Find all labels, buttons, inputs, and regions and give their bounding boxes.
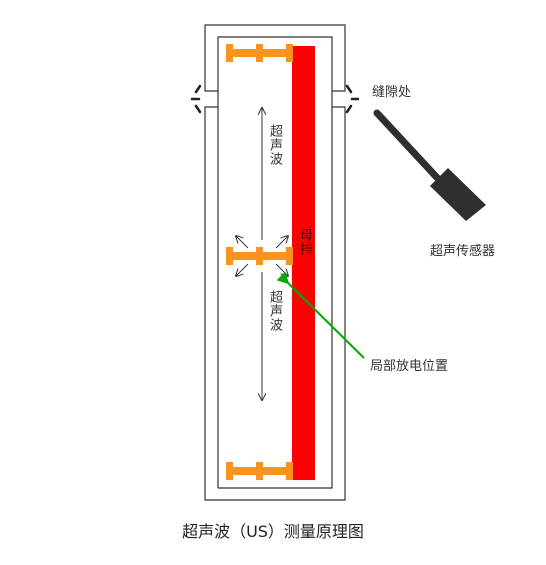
wave-label-lower: 超声波 bbox=[267, 290, 282, 332]
figure-caption: 超声波（US）测量原理图 bbox=[182, 522, 364, 541]
wave-label-upper: 超声波 bbox=[267, 124, 282, 166]
gap-label: 缝隙处 bbox=[372, 85, 412, 100]
discharge-label: 局部放电位置 bbox=[370, 359, 449, 374]
enclosure-inner bbox=[217, 36, 333, 489]
sensor-label: 超声传感器 bbox=[430, 244, 496, 259]
gap-spark-right bbox=[345, 84, 360, 114]
insulator-bottom bbox=[226, 462, 293, 480]
discharge-pointer bbox=[276, 271, 365, 359]
insulator-middle bbox=[226, 247, 293, 265]
busbar bbox=[292, 46, 315, 480]
insulator-top bbox=[226, 44, 293, 62]
ultrasonic-sensor bbox=[373, 109, 486, 221]
busbar-label: 母排 bbox=[297, 228, 312, 256]
gap-spark-left bbox=[190, 84, 202, 114]
